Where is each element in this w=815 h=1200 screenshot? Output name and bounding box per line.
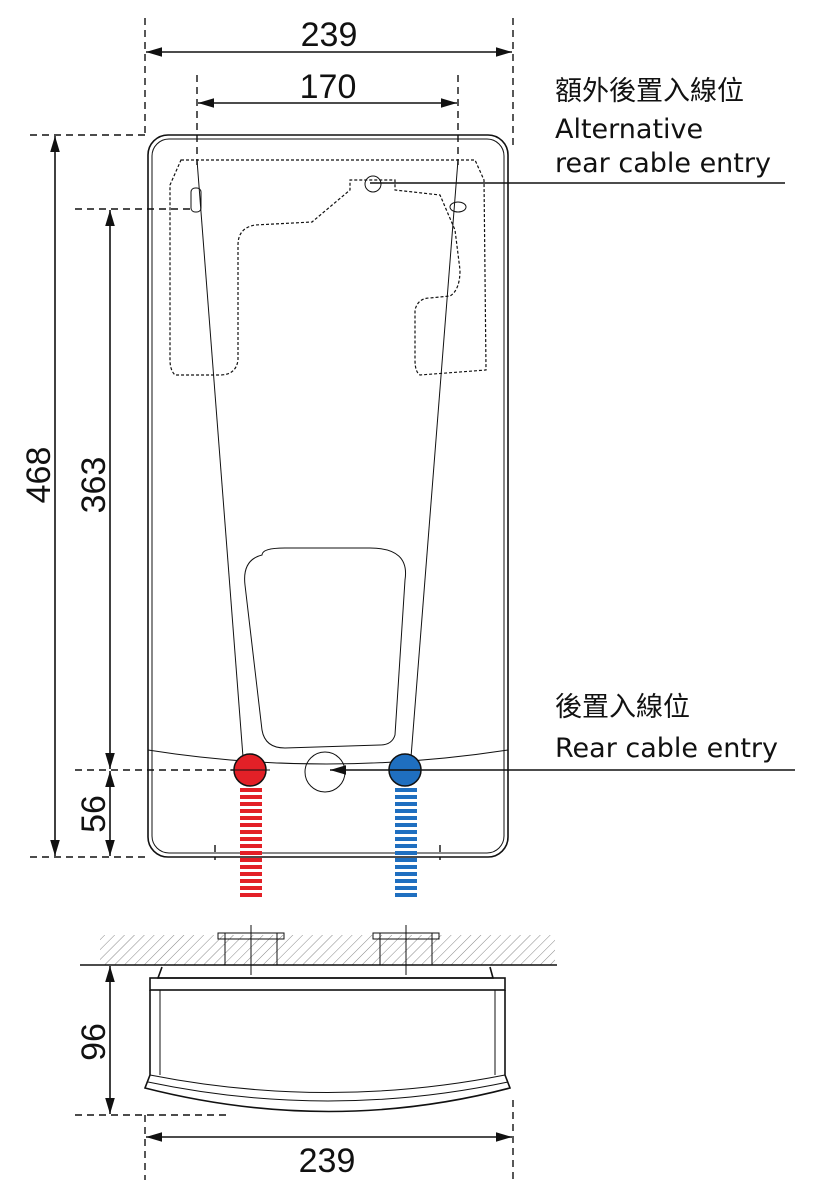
heater-front-view <box>147 134 509 860</box>
svg-text:Rear cable entry: Rear cable entry <box>555 733 778 764</box>
dimension-depth: 96 <box>75 966 115 1114</box>
svg-text:rear cable entry: rear cable entry <box>555 148 771 179</box>
svg-text:後置入線位: 後置入線位 <box>555 692 690 723</box>
dimension-bottom-width: 239 <box>146 1132 512 1180</box>
svg-text:Alternative: Alternative <box>555 114 703 145</box>
svg-text:468: 468 <box>20 447 58 504</box>
svg-text:56: 56 <box>75 795 113 833</box>
svg-text:363: 363 <box>75 457 113 514</box>
svg-text:239: 239 <box>299 1142 356 1180</box>
dimension-entry-height: 56 <box>75 771 115 856</box>
hot-water-fitting <box>230 753 270 897</box>
dimension-mount-width: 170 <box>198 68 457 108</box>
cold-water-fitting <box>385 753 425 897</box>
dimension-top-width: 239 <box>146 16 512 57</box>
rear-cable-entry-hole <box>304 751 346 793</box>
heater-side-view <box>80 925 557 1113</box>
extension-lines <box>30 18 514 1180</box>
svg-text:96: 96 <box>75 1023 113 1061</box>
svg-text:239: 239 <box>301 16 358 54</box>
callout-rear-entry: 後置入線位 Rear cable entry <box>330 692 795 775</box>
dimension-mount-height: 363 <box>75 210 115 769</box>
svg-text:170: 170 <box>300 68 357 106</box>
callout-alternative-entry: 額外後置入線位 Alternative rear cable entry <box>370 76 785 184</box>
svg-text:額外後置入線位: 額外後置入線位 <box>555 76 744 107</box>
dimension-total-height: 468 <box>20 136 60 856</box>
